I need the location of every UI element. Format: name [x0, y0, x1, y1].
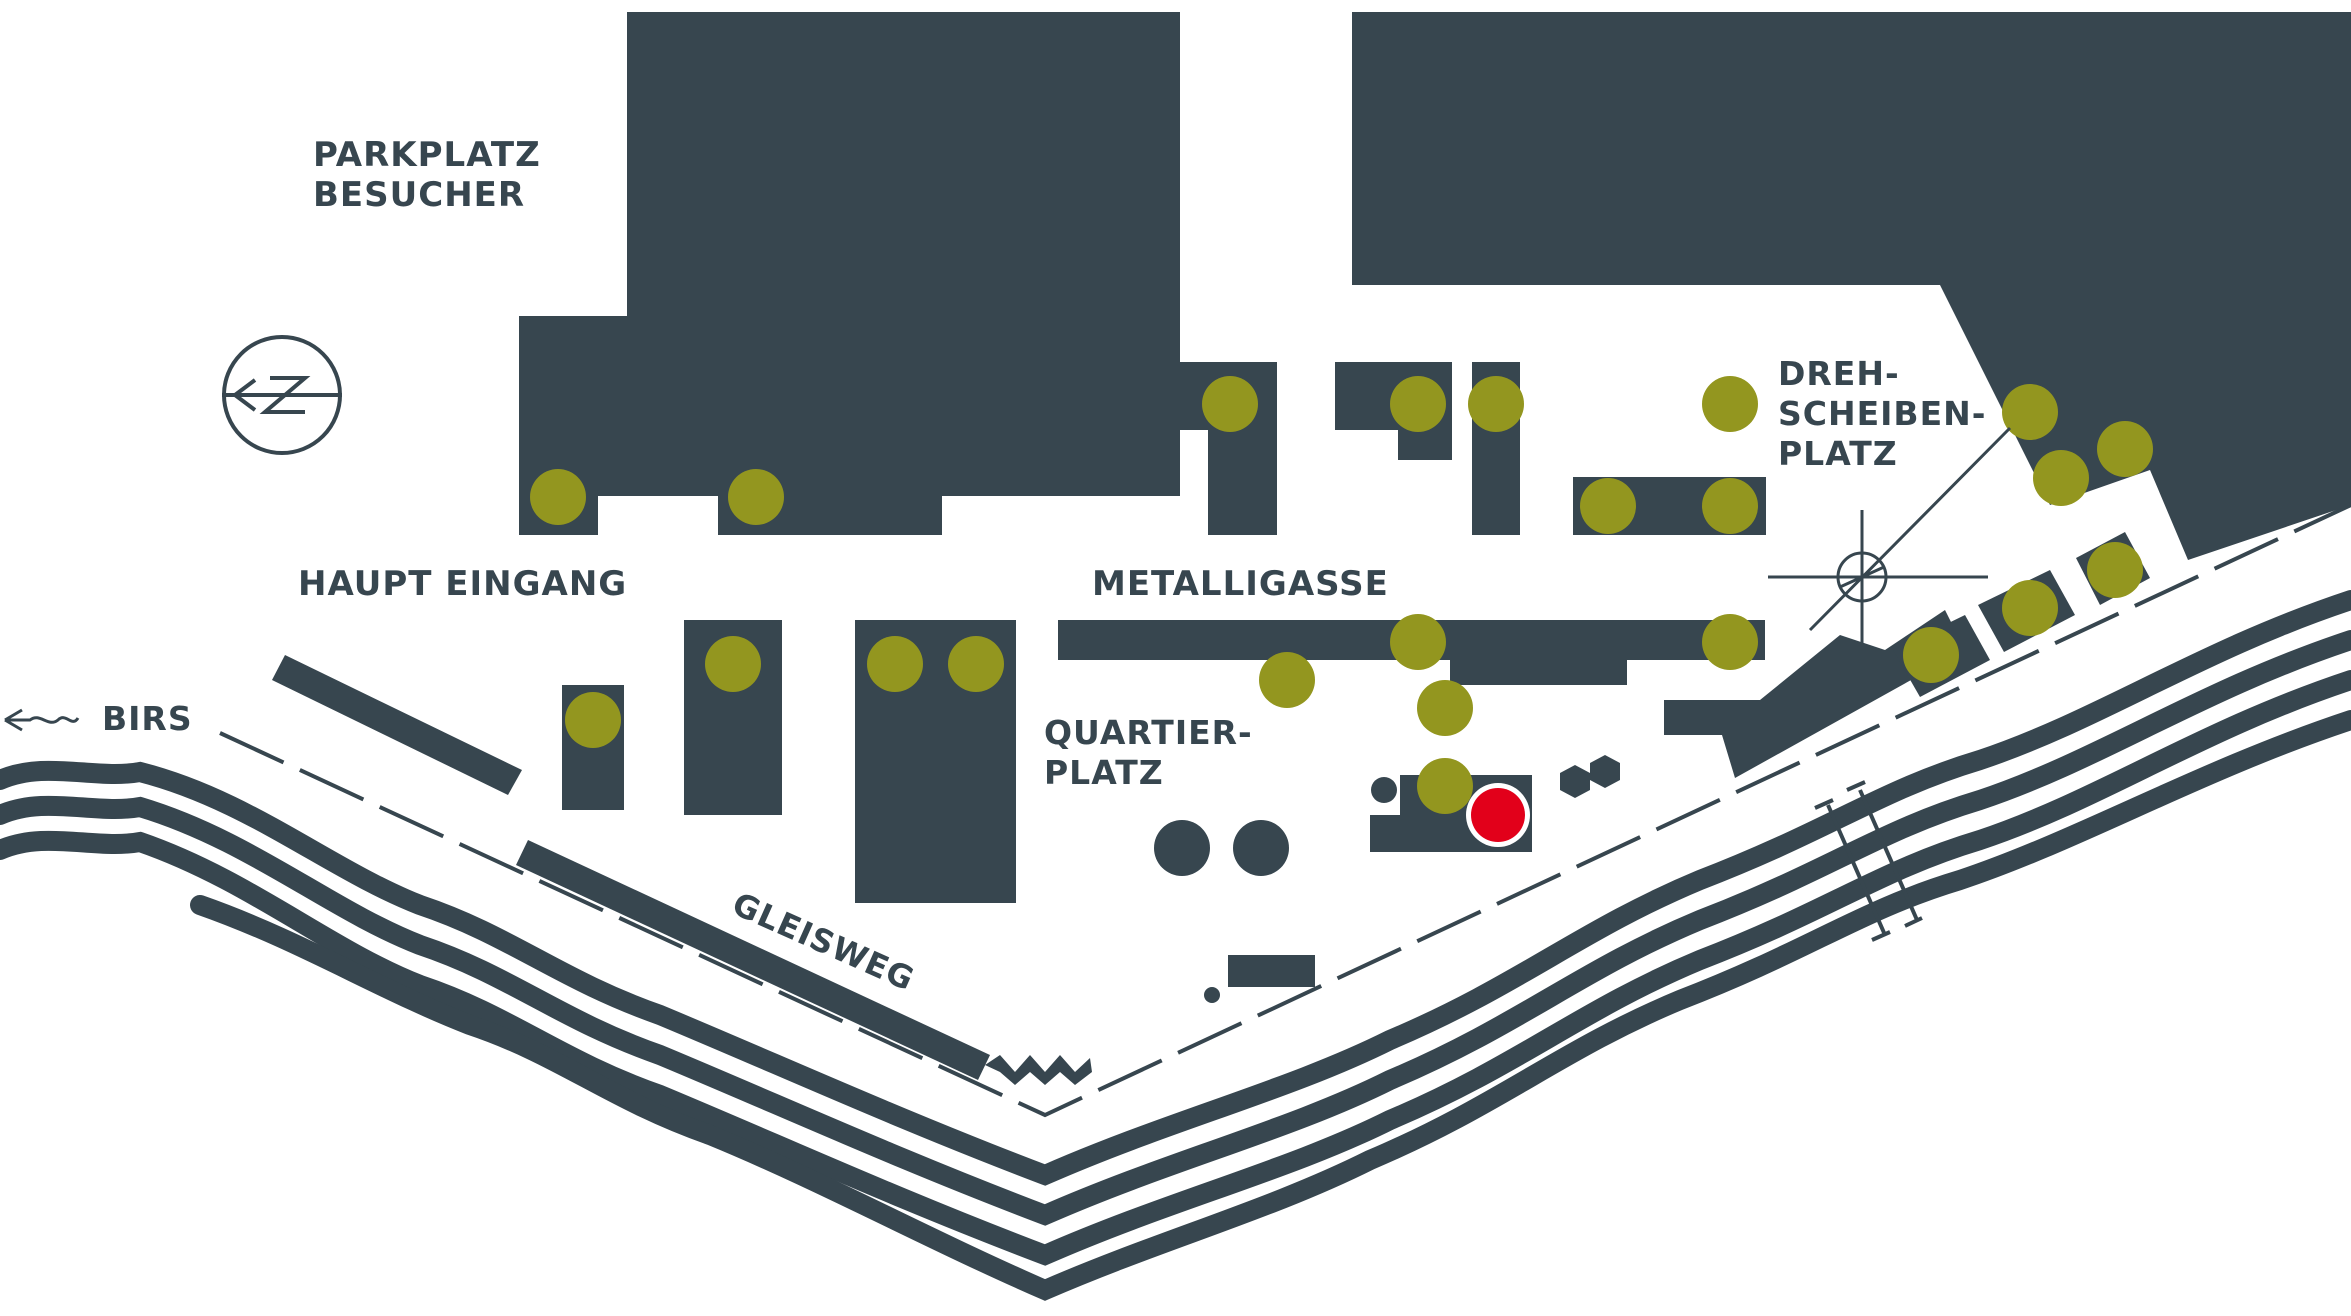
- buildings: [272, 12, 2351, 1080]
- tree: [2033, 450, 2089, 506]
- tree: [565, 692, 621, 748]
- tree: [2002, 384, 2058, 440]
- tree: [1468, 376, 1524, 432]
- tree: [1702, 376, 1758, 432]
- tree: [705, 636, 761, 692]
- tree: [1202, 376, 1258, 432]
- label-quartierplatz-line1: QUARTIER-: [1044, 713, 1253, 752]
- tree: [2087, 542, 2143, 598]
- tree: [1417, 758, 1473, 814]
- tree: [1580, 478, 1636, 534]
- label-drehscheibenplatz-line2: SCHEIBEN-: [1778, 394, 1986, 433]
- zigzag-object: [985, 1055, 1092, 1085]
- tree: [2002, 580, 2058, 636]
- building-gleisweg: [516, 840, 990, 1080]
- tree: [1903, 627, 1959, 683]
- tree: [948, 636, 1004, 692]
- building-small-south: [1228, 955, 1315, 987]
- hexagon-1: [1560, 765, 1590, 798]
- tree: [1702, 614, 1758, 670]
- post-1: [1371, 777, 1397, 803]
- tank-2: [1233, 820, 1289, 876]
- label-haupt-eingang: HAUPT EINGANG: [298, 564, 627, 604]
- bridge-icon: [1814, 780, 1923, 942]
- tree: [1390, 614, 1446, 670]
- railway-line: [219, 503, 2351, 1118]
- label-drehscheibenplatz-line3: PLATZ: [1778, 434, 1898, 473]
- tree: [728, 469, 784, 525]
- tree: [1702, 478, 1758, 534]
- label-metalligasse: METALLIGASSE: [1092, 564, 1389, 604]
- label-birs: BIRS: [102, 699, 193, 738]
- river-birs: [0, 590, 2351, 1301]
- site-objects: [985, 755, 1620, 1085]
- turntable-icon: [1768, 426, 2012, 645]
- label-drehscheibenplatz-line1: DREH-: [1778, 354, 1900, 393]
- building-drehscheibe: [1664, 610, 1965, 778]
- label-parkplatz-line1: PARKPLATZ: [313, 135, 541, 175]
- location-marker-icon[interactable]: [1466, 783, 1530, 847]
- tank-1: [1154, 820, 1210, 876]
- tree: [1390, 376, 1446, 432]
- bus-station-icon[interactable]: [222, 335, 342, 455]
- tree: [867, 636, 923, 692]
- label-parkplatz-line2: BESUCHER: [313, 175, 525, 215]
- tree: [1259, 652, 1315, 708]
- river-arrow-icon: [4, 708, 80, 732]
- building-diagonal-west: [272, 655, 522, 795]
- trees: [530, 376, 2153, 814]
- hexagon-2: [1590, 755, 1620, 788]
- tree: [530, 469, 586, 525]
- tree: [1417, 680, 1473, 736]
- label-quartierplatz-line2: PLATZ: [1044, 753, 1164, 792]
- building-north-west: [519, 12, 1180, 535]
- post-2: [1204, 987, 1220, 1003]
- tree: [2097, 421, 2153, 477]
